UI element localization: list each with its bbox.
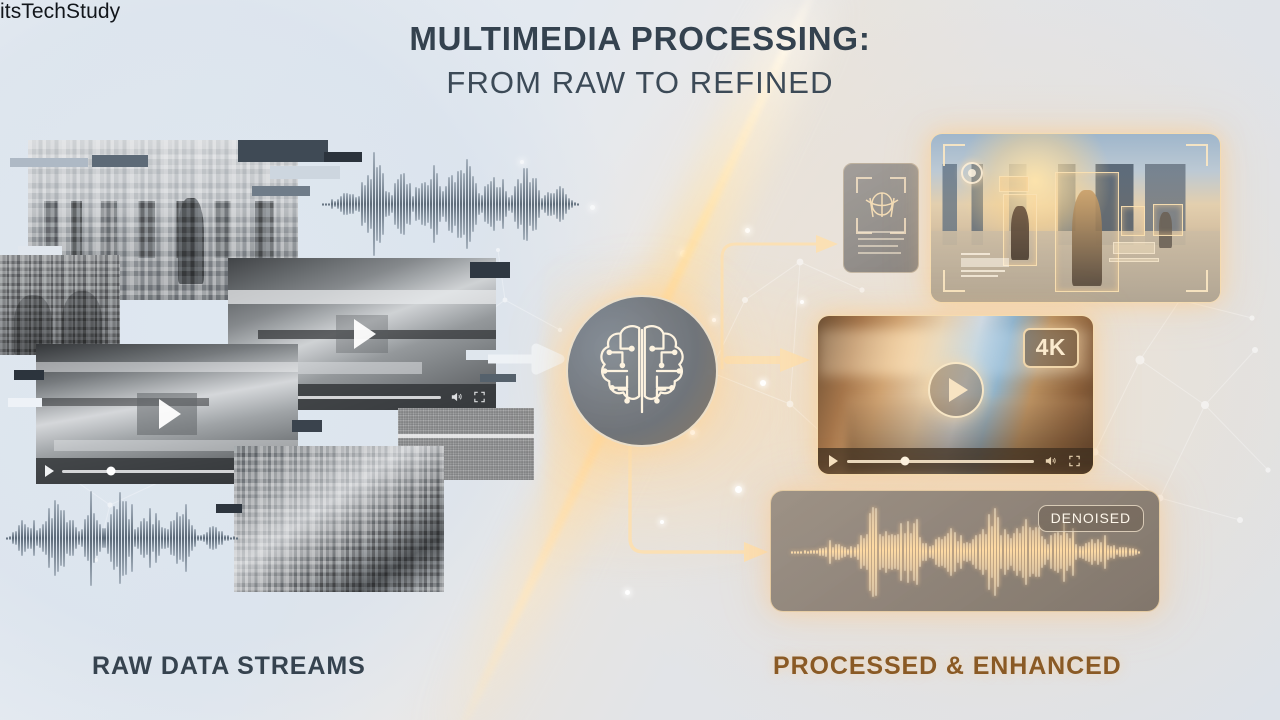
analysis-card[interactable] — [843, 163, 919, 273]
arrow-to-enhanced-video — [724, 348, 810, 372]
fullscreen-icon[interactable] — [1067, 454, 1082, 468]
person-figure — [1072, 190, 1102, 286]
progress-knob[interactable] — [106, 466, 116, 476]
glitch-strip — [324, 152, 362, 162]
fullscreen-icon[interactable] — [472, 390, 487, 404]
frame-corner-bottom-right — [1186, 270, 1208, 292]
raw-audio-waveform-top — [322, 152, 580, 256]
badge-denoised: DENOISED — [1037, 505, 1144, 532]
watermark: itsTechStudy — [0, 0, 121, 23]
raw-noisy-grain-tile — [398, 408, 534, 480]
volume-icon[interactable] — [1043, 454, 1058, 468]
bokeh-spark — [745, 228, 750, 233]
person-figure — [178, 198, 204, 284]
detection-box — [1003, 194, 1037, 266]
scan-bracket-bottom-right — [890, 218, 906, 234]
bokeh-spark — [590, 205, 595, 210]
progress-knob[interactable] — [900, 456, 910, 466]
progress-bar[interactable] — [847, 456, 1034, 466]
scan-bracket-top-left — [856, 177, 872, 193]
metadata-lines — [858, 231, 904, 259]
glitch-strip — [10, 158, 88, 167]
detection-box — [1121, 206, 1145, 236]
glitch-strip — [270, 166, 340, 179]
glitch-strip — [480, 374, 516, 382]
frame-corner-top-left — [943, 144, 965, 166]
bokeh-spark — [660, 520, 664, 524]
detection-box — [999, 176, 1029, 192]
scan-bracket-top-right — [890, 177, 906, 193]
frame-corner-bottom-left — [943, 270, 965, 292]
detection-box — [1055, 172, 1119, 292]
person-figure — [1011, 206, 1029, 260]
focus-reticle-icon — [961, 162, 983, 184]
raw-pixel-block-tile — [234, 446, 444, 592]
person-figure — [1159, 212, 1172, 248]
hud-chip — [1113, 242, 1155, 254]
processed-section-label: PROCESSED & ENHANCED — [773, 652, 1122, 680]
glitch-strip — [292, 420, 322, 432]
progress-bar[interactable] — [62, 466, 243, 476]
object-detection-scene[interactable] — [930, 133, 1221, 303]
raw-audio-waveform-bottom — [6, 490, 238, 586]
play-icon[interactable] — [45, 465, 54, 477]
pixelation-artifact — [234, 446, 444, 592]
scan-bracket-bottom-left — [856, 218, 872, 234]
bokeh-spark — [690, 430, 695, 435]
detection-box — [1153, 204, 1183, 236]
glitch-strip — [470, 262, 510, 278]
enhanced-video-player[interactable]: 4K — [817, 315, 1094, 475]
glitch-strip — [92, 155, 148, 167]
title-line-2: FROM RAW TO REFINED — [446, 65, 834, 100]
badge-4k: 4K — [1022, 328, 1079, 368]
progress-bar[interactable] — [254, 395, 441, 399]
ai-brain-circuit-icon — [600, 325, 684, 414]
bokeh-spark — [735, 486, 742, 493]
glitch-strip — [216, 504, 242, 513]
title-line-1: MULTIMEDIA PROCESSING: — [409, 20, 871, 57]
play-button-overlay[interactable] — [927, 362, 984, 419]
video-player-controls[interactable] — [818, 448, 1093, 474]
hud-readout — [961, 253, 1009, 280]
input-arrow — [488, 343, 565, 375]
scan-globe-icon — [865, 192, 899, 218]
denoised-waveform — [791, 507, 1141, 597]
pixelation-artifact — [0, 255, 120, 355]
glitch-strip — [14, 370, 44, 380]
hud-chip — [1109, 258, 1159, 262]
bokeh-spark — [712, 318, 716, 322]
bokeh-spark — [760, 380, 766, 386]
play-button-overlay[interactable] — [336, 315, 388, 353]
bokeh-spark — [625, 590, 630, 595]
raw-section-label: RAW DATA STREAMS — [92, 652, 366, 680]
bokeh-spark — [520, 160, 524, 164]
frame-corner-top-right — [1186, 144, 1208, 166]
volume-icon[interactable] — [449, 390, 464, 404]
arrow-to-analysis-card — [720, 235, 838, 370]
page-title: MULTIMEDIA PROCESSING: FROM RAW TO REFIN… — [0, 20, 1280, 101]
raw-glitched-portrait-photo — [0, 255, 120, 355]
play-button-overlay[interactable] — [137, 393, 197, 435]
glitch-strip — [238, 140, 328, 162]
bokeh-spark — [800, 300, 804, 304]
denoised-audio-panel[interactable]: DENOISED — [770, 490, 1160, 612]
play-icon[interactable] — [829, 455, 838, 467]
arrow-to-denoised-audio — [628, 432, 768, 562]
glitch-strip — [252, 186, 310, 196]
glitch-strip — [8, 398, 42, 407]
ai-brain-hub[interactable] — [566, 295, 718, 447]
